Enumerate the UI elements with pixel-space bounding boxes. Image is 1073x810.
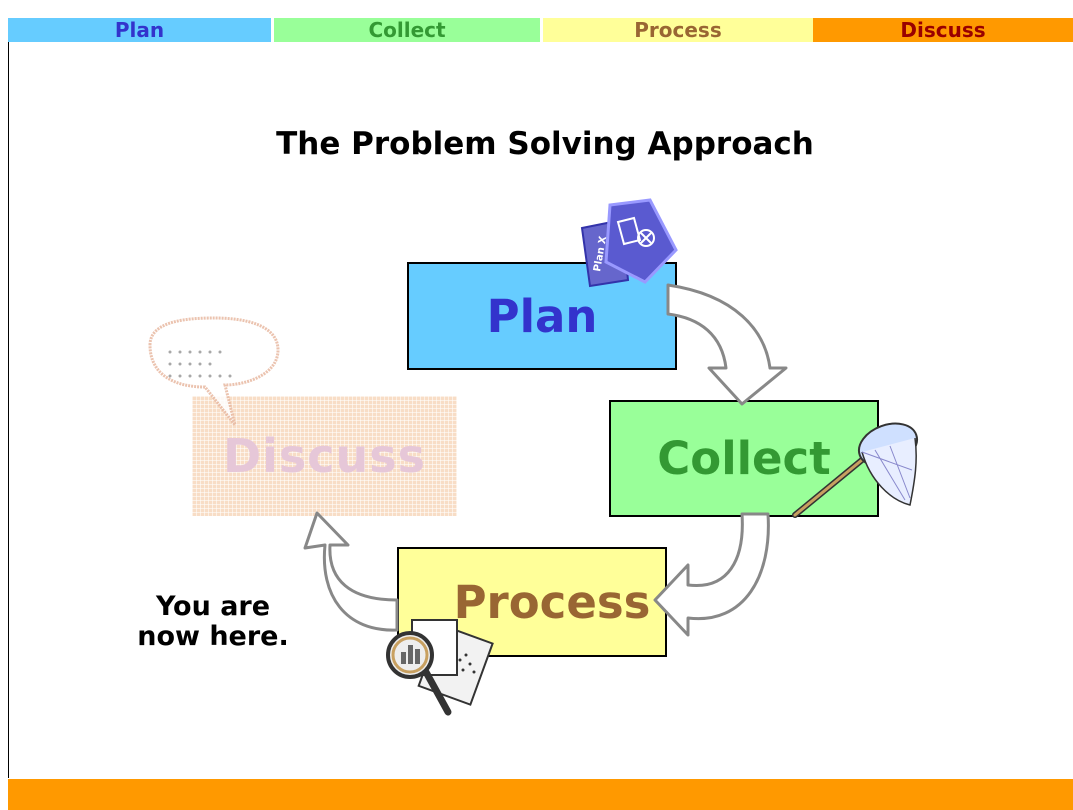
arrow-process-to-discuss [303, 511, 399, 632]
discuss-step-faded: Discuss [192, 396, 457, 516]
left-border [8, 18, 9, 778]
footer-bar [8, 779, 1073, 810]
arrow-plan-to-collect [666, 283, 788, 406]
tab-plan[interactable]: Plan [8, 18, 274, 42]
plan-step-label: Plan [486, 289, 598, 343]
collect-step-box: Collect [609, 400, 879, 517]
magnifier-chart-icon [386, 619, 494, 716]
plan-step-box: Plan [407, 262, 677, 370]
discuss-step-label: Discuss [222, 429, 427, 483]
top-navigation: Plan Collect Process Discuss [8, 18, 1073, 42]
process-step-box: Process [397, 547, 667, 657]
butterfly-net-icon [792, 422, 919, 518]
tab-discuss[interactable]: Discuss [813, 18, 1073, 42]
tab-process[interactable]: Process [543, 18, 813, 42]
process-step-label: Process [453, 575, 651, 629]
plan-document-icon: Plan X [580, 198, 678, 288]
tab-collect[interactable]: Collect [274, 18, 543, 42]
page-title: The Problem Solving Approach [276, 126, 814, 162]
collect-step-label: Collect [657, 432, 831, 485]
arrow-collect-to-process [653, 512, 770, 637]
speech-bubble-icon [148, 316, 280, 426]
